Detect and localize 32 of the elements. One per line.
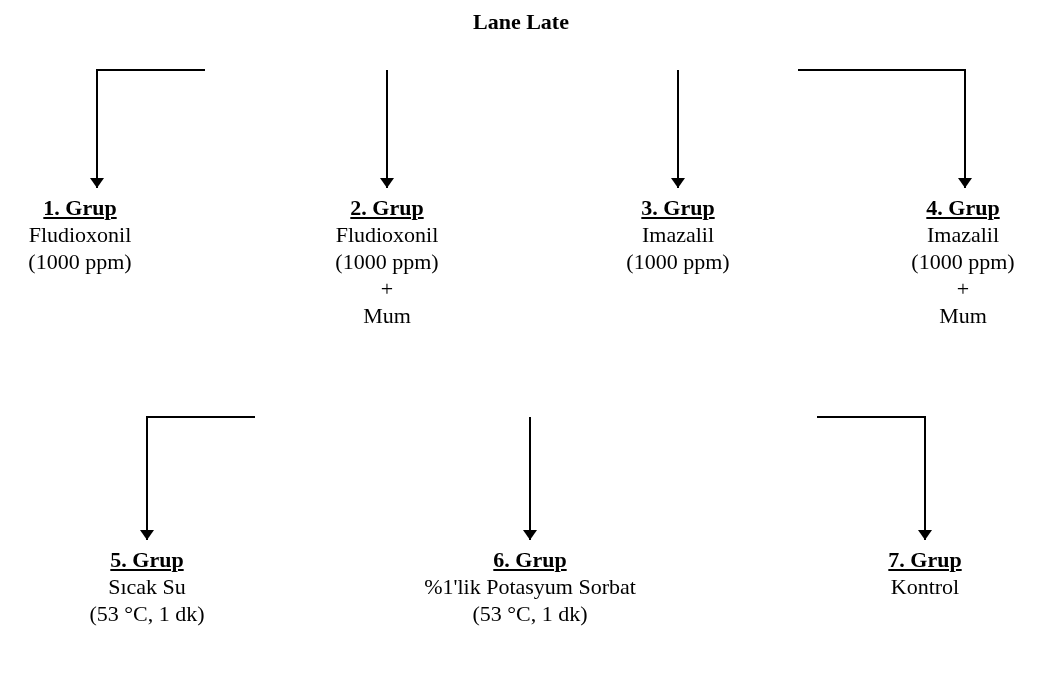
group-heading: 4. Grup	[926, 195, 1000, 220]
group-description: (53 °C, 1 dk)	[89, 601, 205, 626]
group-description: Fludioxonil	[335, 222, 439, 247]
group-description: (1000 ppm)	[335, 249, 439, 274]
arrow	[671, 69, 685, 189]
arrow	[523, 416, 537, 541]
group-description: (1000 ppm)	[28, 249, 132, 274]
arrow	[380, 69, 394, 189]
group-description: (53 °C, 1 dk)	[472, 601, 588, 626]
group-description: Fludioxonil	[28, 222, 132, 247]
group-heading: 7. Grup	[888, 547, 962, 572]
group-description: +	[956, 276, 970, 301]
group-heading: 2. Grup	[350, 195, 424, 220]
group-heading: 1. Grup	[43, 195, 117, 220]
group-heading: 5. Grup	[110, 547, 184, 572]
group-description: Mum	[363, 303, 411, 328]
group-description: Kontrol	[890, 574, 960, 599]
group-heading: 3. Grup	[641, 195, 715, 220]
group-description: Mum	[939, 303, 987, 328]
group-description: Sıcak Su	[108, 574, 186, 599]
arrow	[797, 69, 972, 189]
group-description: +	[380, 276, 394, 301]
arrow	[816, 416, 932, 541]
group-description: (1000 ppm)	[911, 249, 1015, 274]
group-description: (1000 ppm)	[626, 249, 730, 274]
group-description: %1'lik Potasyum Sorbat	[424, 574, 636, 599]
group-description: Imazalil	[926, 222, 1000, 247]
arrow	[90, 69, 206, 189]
arrow	[140, 416, 256, 541]
diagram-title: Lane Late	[473, 8, 569, 36]
group-description: Imazalil	[641, 222, 715, 247]
group-heading: 6. Grup	[493, 547, 567, 572]
